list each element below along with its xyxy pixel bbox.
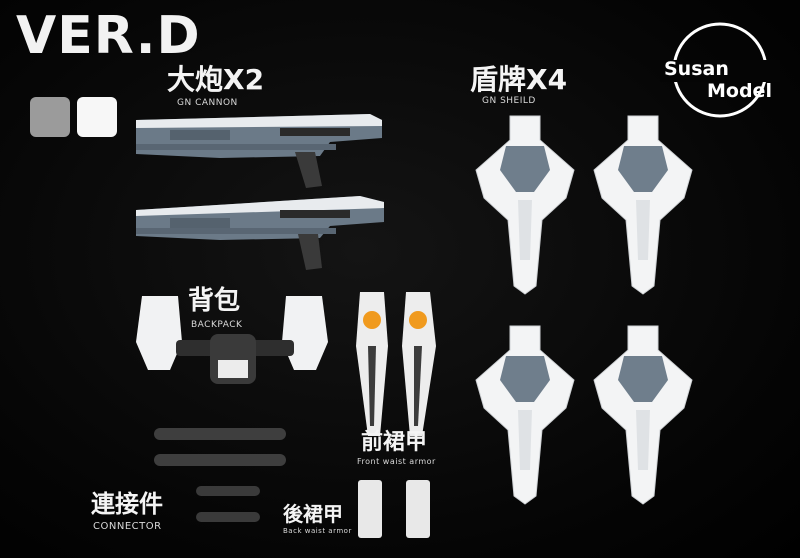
front-waist-armor-part (356, 292, 436, 436)
gn-shield-part (593, 115, 693, 295)
back-waist-label: 後裙甲 (283, 502, 343, 526)
cannon-label-en: GN CANNON (177, 98, 238, 108)
brand-line-1: Susan (664, 58, 729, 80)
white-color-swatch (77, 97, 117, 137)
shield-label-en: GN SHEILD (482, 96, 536, 106)
backpack-label: 背包 (188, 286, 241, 316)
cannon-label: 大炮X2 (167, 63, 265, 96)
gn-cannon-part (136, 114, 382, 188)
backpack-label-en: BACKPACK (191, 320, 243, 330)
brand-line-2: Model (707, 80, 772, 102)
connector-parts (154, 428, 286, 522)
gray-color-swatch (30, 97, 70, 137)
logo-ring-icon (660, 22, 780, 118)
shield-label: 盾牌X4 (470, 63, 568, 96)
connector-label: 連接件 (91, 490, 163, 518)
version-label: VER.D (16, 6, 201, 66)
gn-cannon-part (136, 196, 384, 270)
back-waist-armor-part (358, 480, 430, 538)
gn-shield-part (475, 115, 575, 295)
gn-shield-part (593, 325, 693, 505)
front-waist-label-en: Front waist armor (357, 457, 436, 466)
gn-shield-part (475, 325, 575, 505)
connector-label-en: CONNECTOR (93, 521, 162, 532)
back-waist-label-en: Back waist armor (283, 527, 352, 535)
brand-logo: Susan Model (660, 20, 780, 120)
backpack-part (136, 296, 328, 384)
front-waist-label: 前裙甲 (361, 430, 428, 455)
